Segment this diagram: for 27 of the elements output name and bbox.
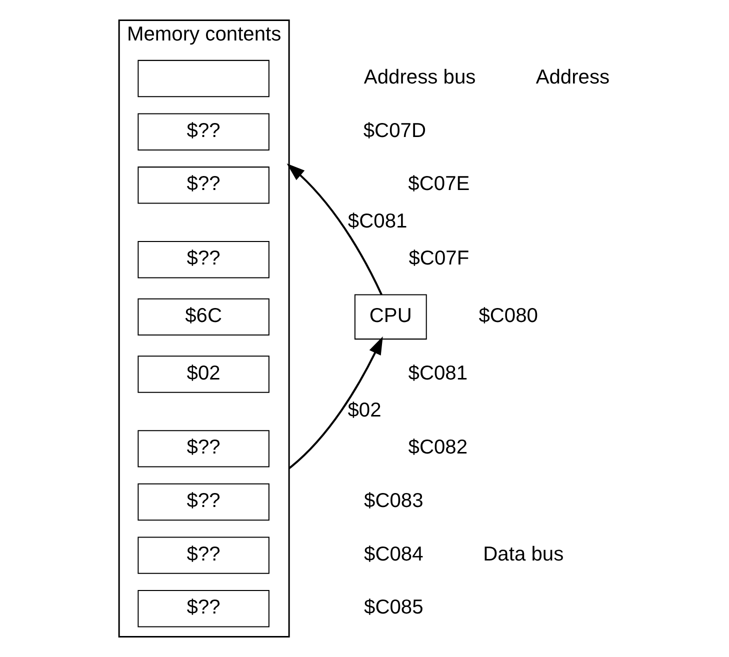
label: $C07E xyxy=(408,173,470,196)
edge-label: $02 xyxy=(348,400,382,422)
label: Address bus xyxy=(364,66,476,89)
node-box: $?? xyxy=(138,113,270,150)
edge-label: $C081 xyxy=(348,210,408,232)
label: $C085 xyxy=(364,596,424,619)
node-box: $?? xyxy=(138,166,270,204)
node-box: $?? xyxy=(138,483,270,521)
label: $C083 xyxy=(364,490,424,512)
node-box: $?? xyxy=(138,241,270,278)
label: Address xyxy=(536,66,610,89)
node-box: $?? xyxy=(138,536,270,574)
node-box: $02 xyxy=(138,356,270,393)
arrow xyxy=(288,336,383,470)
label: $C081 xyxy=(408,362,468,384)
node-box: CPU xyxy=(354,294,427,340)
label: $C084 xyxy=(364,543,424,566)
label: $C080 xyxy=(478,304,538,327)
label: $C07D xyxy=(363,120,426,142)
arrow xyxy=(286,164,382,296)
label: Data bus xyxy=(483,543,564,566)
label: $C07F xyxy=(408,248,470,270)
node-box: $6C xyxy=(138,298,270,336)
node-box xyxy=(138,60,270,98)
label: $C082 xyxy=(408,436,468,459)
node-box: $?? xyxy=(138,430,270,468)
node-box: $?? xyxy=(138,590,270,628)
